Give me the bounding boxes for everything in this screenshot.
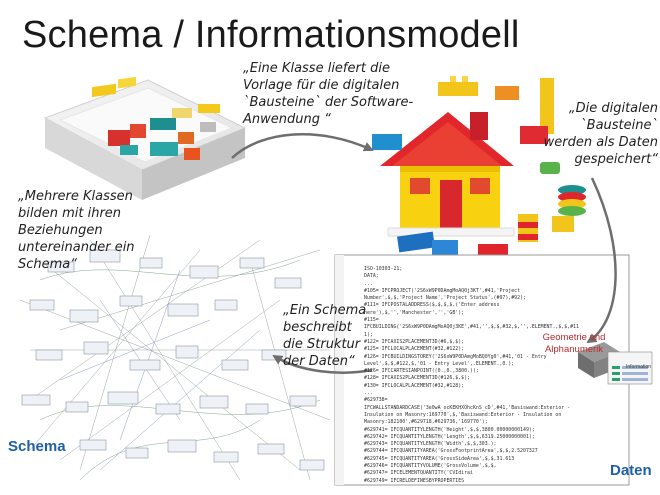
data-document-line: ISO-10303-21;	[364, 266, 403, 272]
data-document-line: #130= IFCLOCALPLACEMENT(#32,#128);	[364, 382, 465, 389]
scattered-bricks	[372, 76, 586, 260]
quote-klasse: „Eine Klasse liefert die Vorlage für die…	[243, 61, 414, 127]
schema-nodes	[21, 249, 325, 471]
data-document-line: #128= IFCAXIS2PLACEMENT3D(#126,$,$);	[364, 375, 470, 382]
data-document-line: #629742= IFCQUANTITYLENGTH('Length',$,$,…	[364, 433, 535, 440]
data-document-line: ...	[364, 280, 373, 287]
data-document-line: DATA;	[364, 273, 379, 280]
data-document-text: ISO-10303-21;DATA;...#105= IFCPROJECT('2…	[364, 266, 614, 484]
data-document-line: IFCWALLSTANDARDCASE('3e0wA_ocKEKHXOhcKnS…	[364, 404, 571, 411]
data-document-line: #115=	[364, 317, 379, 324]
data-document-line: Number',$,$,'Project Name','Project Stat…	[364, 295, 526, 302]
lego-house-illustration	[380, 112, 515, 237]
data-document-line: #126= IFCCARTESIANPOINT((0.,0.,3800.));	[364, 368, 479, 375]
information-label: Information	[626, 364, 652, 370]
arrow-tray-to-house	[231, 133, 374, 159]
data-document-line: here'),$,'','Manchester','','GB');	[364, 309, 465, 316]
daten-label: Daten	[610, 462, 652, 479]
data-document-line: Level',$,$,#122,$,'01 - Entry Level',.EL…	[364, 360, 515, 367]
data-document-line: #629738=	[364, 397, 388, 404]
data-document-line: #629747= IFCELEMENTQUANTITY('CVIdirai	[364, 470, 473, 477]
data-document-line: #629746= IFCQUANTITYVOLUME('GrossVolume'…	[364, 463, 497, 470]
data-document-line: #629741= IFCQUANTITYLENGTH('Height',$,$,…	[364, 426, 535, 433]
schema-label: Schema	[8, 438, 66, 455]
quote-bausteine: „Die digitalen `Bausteine` werden als Da…	[543, 101, 658, 167]
arrow-data-to-schema	[272, 354, 373, 374]
quote-klassen: „Mehrere Klassen bilden mit ihren Bezieh…	[18, 189, 135, 272]
data-document-line: #126= IFCBUILDINGSTOREY('2S6xW9P0DAmgMoB…	[364, 353, 547, 360]
data-document-line: #122= IFCAXIS2PLACEMENT3D(#6,$,$);	[364, 338, 465, 345]
lego-tray-illustration	[43, 76, 247, 200]
computer-icon	[578, 342, 653, 385]
quote-schema: „Ein Schema beschreibt die Struktur der …	[283, 303, 367, 369]
data-document-line: #125= IFCLOCALPLACEMENT(#32,#122);	[364, 346, 465, 353]
data-document-line: #629744= IFCQUANTITYAREA('GrossFootprint…	[364, 448, 538, 455]
data-document-line: #629749= IFCRELDEFINESBYPROPERTIES	[364, 477, 465, 484]
data-document	[334, 254, 630, 486]
geometrie-label: Geometrie und Alphanumerik	[542, 332, 606, 355]
arrow-house-to-data	[586, 177, 617, 344]
page-title: Schema / Informationsmodell	[22, 14, 520, 56]
data-document-line: Insulation on Masonry:169770',$,'Basiswa…	[364, 411, 562, 418]
data-document-line: #629743= IFCQUANTITYLENGTH('Width',$,$,3…	[364, 441, 497, 448]
data-document-line: #111= IFCPOSTALADDRESS($,$,$,$,('Enter a…	[364, 302, 500, 309]
data-document-line: ...	[364, 390, 373, 397]
data-document-line: IFCBUILDING('2S6xW9P0DAmgMoAQ0j3KE',#41,…	[364, 324, 579, 331]
data-document-line: 1);	[364, 331, 373, 338]
data-document-line: #629745= IFCQUANTITYAREA('GrossSideArea'…	[364, 455, 515, 462]
data-document-line: #105= IFCPROJECT('2S6xW9P0DAmgMoAQ0j3KT'…	[364, 287, 521, 294]
data-document-line: Masonry:182100',#629718,#629736,'169770'…	[364, 419, 488, 426]
